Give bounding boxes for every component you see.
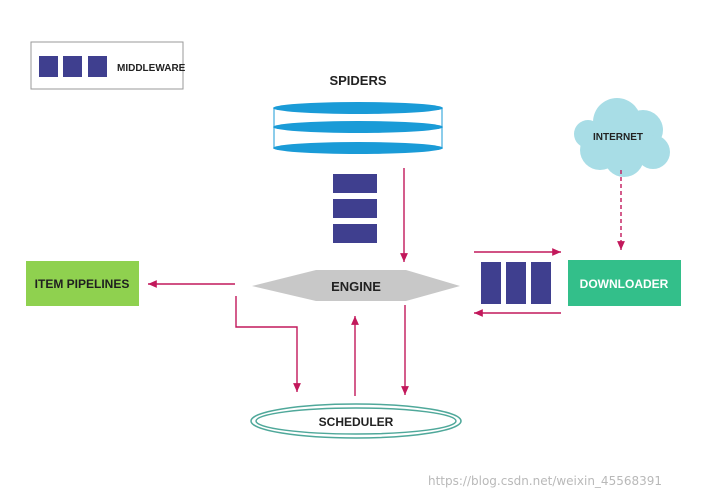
spiders-component: SPIDERS [273, 73, 443, 154]
watermark-url: https://blog.csdn.net/weixin_45568391 [428, 474, 663, 488]
spiders-disc [273, 142, 443, 154]
engine-label: ENGINE [331, 279, 381, 294]
middleware-block [481, 262, 501, 304]
legend-middleware-block [63, 56, 82, 77]
item-pipelines-label: ITEM PIPELINES [35, 277, 130, 291]
legend-middleware-block [39, 56, 58, 77]
cloud-icon [574, 98, 670, 177]
downloader-label: DOWNLOADER [580, 277, 669, 291]
middleware-block [333, 199, 377, 218]
middleware-block [333, 224, 377, 243]
spiders-disc [273, 121, 443, 133]
legend-label: MIDDLEWARE [117, 63, 186, 74]
legend: MIDDLEWARE [30, 41, 186, 90]
middleware-block [333, 174, 377, 193]
scheduler-ring [250, 403, 462, 439]
internet-component: INTERNET [574, 98, 670, 177]
scheduler-label: SCHEDULER [319, 415, 394, 429]
data-flow-arrows [148, 168, 625, 396]
scheduler-ring [255, 407, 457, 435]
arrow-engine-to-scheduler-left [235, 296, 301, 392]
middleware-block [506, 262, 526, 304]
scheduler-component: SCHEDULER [250, 403, 462, 439]
spiders-disc [273, 102, 443, 114]
engine-shape [252, 270, 460, 301]
item-pipelines-component: ITEM PIPELINES [26, 261, 139, 306]
spiders-label: SPIDERS [329, 73, 386, 88]
item-pipelines-box [26, 261, 139, 306]
middleware-block [531, 262, 551, 304]
engine-component: ENGINE [252, 270, 460, 301]
downloader-middleware [481, 262, 551, 304]
downloader-box [568, 260, 681, 306]
downloader-component: DOWNLOADER [568, 260, 681, 306]
spider-middleware [333, 174, 377, 243]
internet-label: INTERNET [593, 132, 643, 143]
legend-middleware-block [88, 56, 107, 77]
